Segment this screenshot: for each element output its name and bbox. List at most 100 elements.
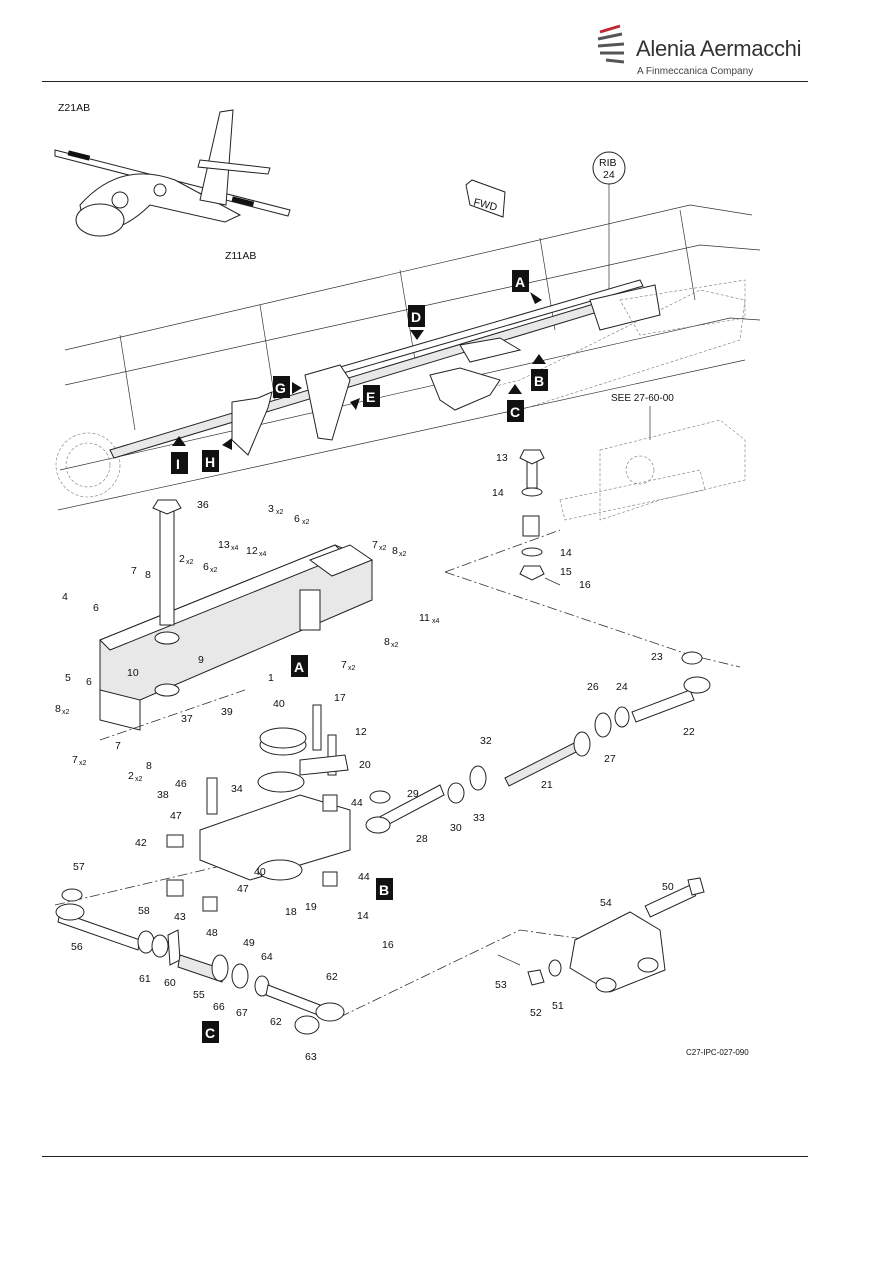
svg-text:x2: x2: [62, 709, 70, 716]
view-tag-I: I: [171, 436, 188, 474]
callout-16: 16: [382, 939, 394, 951]
callout-36: 36: [197, 499, 209, 511]
svg-text:G: G: [275, 380, 286, 396]
callout-3: 3: [268, 503, 274, 515]
view-tag-B-top: B: [531, 354, 548, 391]
callout-56: 56: [71, 941, 83, 953]
callout-23: 23: [651, 651, 663, 663]
callout-66: 66: [213, 1001, 225, 1013]
callout-62: 62: [270, 1016, 282, 1028]
view-tag-C-top: C: [507, 384, 524, 422]
brand-swoosh-icon: [597, 24, 625, 64]
svg-text:E: E: [366, 389, 375, 405]
callout-8e: 8: [146, 760, 152, 772]
callout-7: 7: [372, 539, 378, 551]
callout-44b: 44: [358, 871, 370, 883]
svg-text:x2: x2: [79, 760, 87, 767]
svg-text:x2: x2: [391, 642, 399, 649]
brand-tagline: A Finmeccanica Company: [637, 66, 754, 77]
callout-15: 15: [560, 566, 572, 578]
callout-20: 20: [359, 759, 371, 771]
callout-11: 11: [419, 612, 430, 624]
fwd-label: FWD: [472, 196, 499, 214]
brand-logo: Alenia Aermacchi A Finmeccanica Company: [596, 22, 801, 82]
callout-14: 14: [357, 910, 369, 922]
detail-tag-C: C: [202, 1021, 219, 1043]
callout-53: 53: [495, 979, 507, 991]
callout-8d: 8: [55, 703, 61, 715]
callout-61: 61: [139, 973, 151, 985]
callout-32: 32: [480, 735, 492, 747]
callout-57: 57: [73, 861, 85, 873]
callout-13b: 13: [496, 452, 508, 464]
svg-text:x2: x2: [210, 567, 218, 574]
callout-17: 17: [334, 692, 346, 704]
rod-c-assembly: [55, 888, 345, 1035]
callout-63: 63: [305, 1051, 317, 1063]
callout-40b: 40: [254, 866, 266, 878]
callout-5: 5: [65, 672, 71, 684]
callout-13: 13: [218, 539, 230, 551]
callout-51: 51: [552, 1000, 564, 1012]
callout-30: 30: [450, 822, 462, 834]
callout-55: 55: [193, 989, 205, 1001]
hardware-stack: [519, 449, 561, 586]
callout-18: 18: [285, 906, 297, 918]
callout-29: 29: [407, 788, 419, 800]
callout-2: 2: [179, 553, 185, 565]
callout-27: 27: [604, 753, 616, 765]
callout-labels: 36 3 x2 6 x2 13 x4 12 x4 2 x2 6 x2 7 x2 …: [55, 452, 695, 1063]
callout-1: 1: [268, 672, 274, 684]
callout-34: 34: [231, 783, 243, 795]
callout-12: 12: [246, 545, 258, 557]
callout-7b: 7: [131, 565, 137, 577]
callout-2b: 2: [128, 770, 134, 782]
callout-7c: 7: [341, 659, 347, 671]
callout-21: 21: [541, 779, 553, 791]
svg-text:B: B: [379, 882, 389, 898]
footer-rule: [42, 1156, 808, 1157]
callout-62b: 62: [326, 971, 338, 983]
callout-19: 19: [305, 901, 317, 913]
support-assembly: [166, 704, 351, 912]
callout-6b: 6: [203, 561, 209, 573]
support-54: [497, 877, 705, 993]
svg-text:B: B: [534, 373, 544, 389]
callout-49: 49: [243, 937, 255, 949]
svg-text:C: C: [205, 1025, 215, 1041]
svg-text:x2: x2: [135, 776, 143, 783]
svg-text:x4: x4: [432, 618, 440, 625]
callout-26: 26: [587, 681, 599, 693]
callout-10: 10: [127, 667, 139, 679]
callout-54: 54: [600, 897, 612, 909]
detail-tag-A: A: [291, 655, 308, 677]
callout-14c: 14: [560, 547, 572, 559]
callout-58: 58: [138, 905, 150, 917]
callout-67: 67: [236, 1007, 248, 1019]
callout-47b: 47: [237, 883, 249, 895]
aircraft-locator: Z21AB Z11AB: [54, 102, 291, 262]
callout-4: 4: [62, 591, 68, 603]
callout-22: 22: [683, 726, 695, 738]
svg-text:A: A: [515, 274, 525, 290]
callout-64: 64: [261, 951, 273, 963]
svg-text:x2: x2: [276, 509, 284, 516]
callout-8b: 8: [145, 569, 151, 581]
rib-24-marker: RIB 24: [592, 151, 626, 290]
callout-16b: 16: [579, 579, 591, 591]
svg-text:A: A: [294, 659, 304, 675]
svg-text:I: I: [176, 456, 180, 472]
callout-8c: 8: [384, 636, 390, 648]
bracket-assembly: [99, 499, 374, 731]
callout-12b: 12: [355, 726, 367, 738]
zone-right-label: Z11AB: [225, 250, 256, 262]
callout-43: 43: [174, 911, 186, 923]
zone-left-label: Z21AB: [58, 102, 90, 114]
callout-33: 33: [473, 812, 485, 824]
rod-a-assembly: [365, 651, 711, 834]
view-tag-G: G: [273, 376, 302, 398]
svg-text:x4: x4: [259, 551, 267, 558]
callout-40: 40: [273, 698, 285, 710]
svg-text:C: C: [510, 404, 520, 420]
callout-24: 24: [616, 681, 628, 693]
